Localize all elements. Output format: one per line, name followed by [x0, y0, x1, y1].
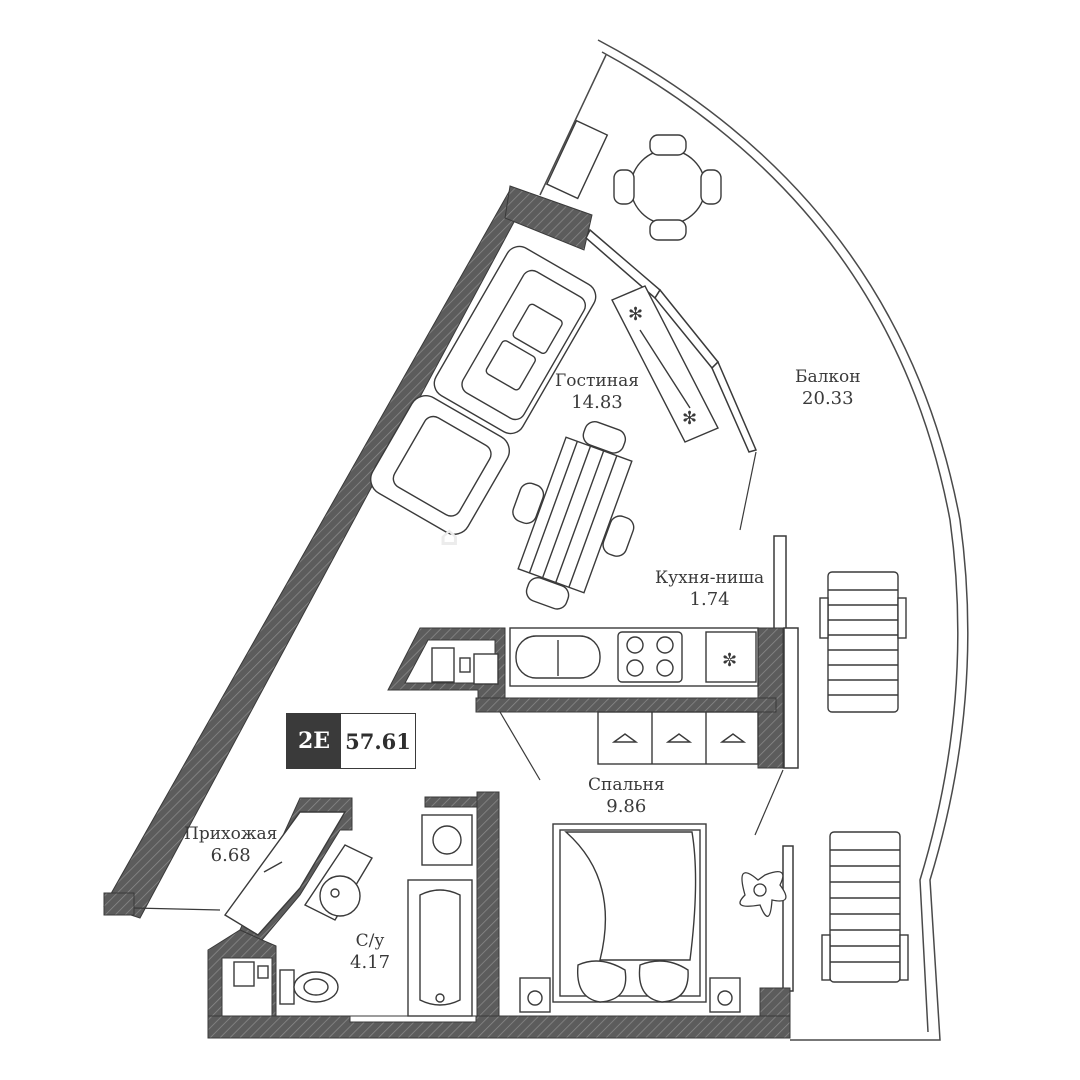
sun-lounger-lower [821, 831, 909, 983]
dining-table [512, 421, 635, 610]
tv-stand: ✻ ✻ [611, 285, 719, 443]
armchair [370, 395, 510, 535]
unit-total-area: 57.61 [345, 728, 411, 754]
bathtub [407, 879, 473, 1017]
room-label-bedroom: Спальня 9.86 [588, 774, 665, 818]
balcony-outline [539, 39, 969, 1041]
sofa [433, 245, 597, 435]
room-area: 6.68 [210, 845, 251, 866]
room-name: Гостиная [555, 371, 639, 391]
room-name: Балкон [795, 367, 861, 387]
room-name: Прихожая [184, 824, 278, 844]
exterior-wall [103, 185, 593, 919]
room-name: Кухня-ниша [655, 568, 765, 588]
room-label-balcony: Балкон 20.33 [795, 366, 861, 410]
watermark: ⌂ [440, 522, 461, 552]
wardrobe [597, 711, 759, 765]
svg-text:✻: ✻ [682, 408, 697, 428]
svg-text:✻: ✻ [628, 304, 643, 324]
washing-machine [421, 814, 473, 866]
unit-code: 2E [287, 714, 341, 768]
room-label-hallway: Прихожая 6.68 [184, 823, 277, 867]
sun-lounger-upper [819, 571, 907, 713]
kitchen-counter: ✼ [431, 627, 759, 687]
sink-cabinet [223, 811, 373, 936]
unit-badge: 2E 57.61 [286, 713, 416, 769]
room-area: 20.33 [802, 388, 854, 409]
room-label-living: Гостиная 14.83 [555, 370, 639, 414]
balcony-table-set [545, 119, 722, 241]
room-area: 1.74 [689, 589, 730, 610]
room-area: 4.17 [350, 952, 391, 973]
room-label-bathroom: С/у 4.17 [350, 930, 390, 974]
room-name: Спальня [588, 775, 665, 795]
room-area: 14.83 [571, 392, 623, 413]
toilet [233, 961, 339, 1005]
plant [739, 871, 787, 917]
room-label-kitchen: Кухня-ниша 1.74 [655, 567, 764, 611]
bed [519, 823, 741, 1013]
room-area: 9.86 [606, 796, 647, 817]
balcony-windows [585, 228, 758, 531]
svg-text:✼: ✼ [722, 650, 737, 670]
room-name: С/у [355, 931, 385, 951]
